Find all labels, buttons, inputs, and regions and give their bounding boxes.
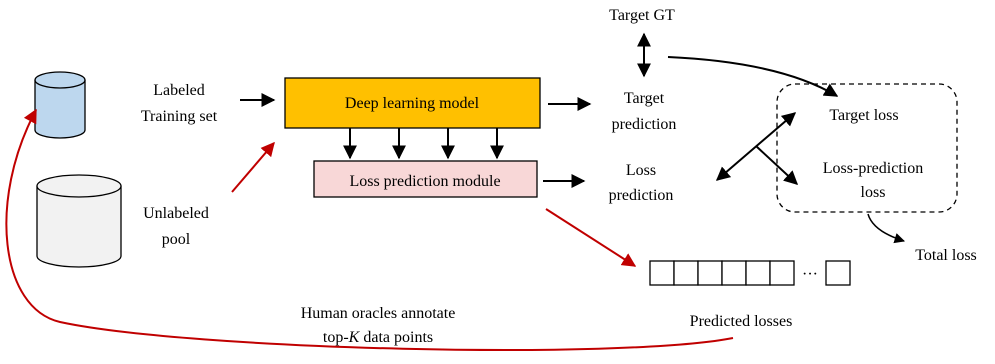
target-loss-label: Target loss [829, 107, 898, 124]
target-gt-label: Target GT [609, 7, 675, 24]
predicted-loss-cell [649, 260, 675, 286]
loss-prediction-module-label: Loss prediction module [349, 173, 500, 190]
to-total-loss-arrow [867, 213, 906, 244]
lp-loss-label-line2: loss [861, 184, 886, 201]
branch-to-lp-loss-arrow [755, 145, 799, 185]
predicted-loss-cell [769, 260, 795, 286]
labeled-set-label-line1: Labeled [153, 82, 205, 99]
predicted-losses-boxes [649, 260, 851, 286]
feedback-annotate-arrow [5, 108, 734, 351]
deep-learning-model-label: Deep learning model [345, 95, 480, 112]
human-oracles-label-line2: top-K data points [323, 329, 433, 346]
total-loss-label: Total loss [915, 247, 977, 264]
gt-to-target-loss-arrow [667, 56, 839, 97]
predicted-loss-cell-last [825, 260, 851, 286]
target-prediction-label-line2: prediction [612, 116, 677, 133]
loss-prediction-module-box [313, 160, 538, 198]
unlabeled-pool-label-line1: Unlabeled [143, 205, 209, 222]
predicted-losses-label: Predicted losses [690, 313, 793, 330]
predicted-loss-cell [673, 260, 699, 286]
predicted-loss-cell [697, 260, 723, 286]
human-oracles-label-line1: Human oracles annotate [301, 305, 456, 322]
labeled-database-icon [34, 71, 86, 139]
labeled-set-label-line2: Training set [141, 108, 218, 125]
unlabeled-to-model-arrow [231, 141, 275, 193]
loss-prediction-label-line2: prediction [609, 187, 674, 204]
unlabeled-pool-label-line2: pool [162, 231, 191, 248]
module-to-predicted-losses-arrow [545, 208, 637, 267]
lp-loss-label-line1: Loss-prediction [823, 160, 923, 177]
deep-learning-model-box [284, 77, 541, 129]
loss-prediction-label-line1: Loss [626, 162, 656, 179]
ellipsis-label: ··· [802, 266, 818, 283]
predicted-loss-cell [721, 260, 747, 286]
target-prediction-label-line1: Target [624, 90, 665, 107]
unlabeled-database-icon [36, 174, 122, 268]
predicted-loss-cell [745, 260, 771, 286]
loss-container-dashed [776, 83, 958, 213]
